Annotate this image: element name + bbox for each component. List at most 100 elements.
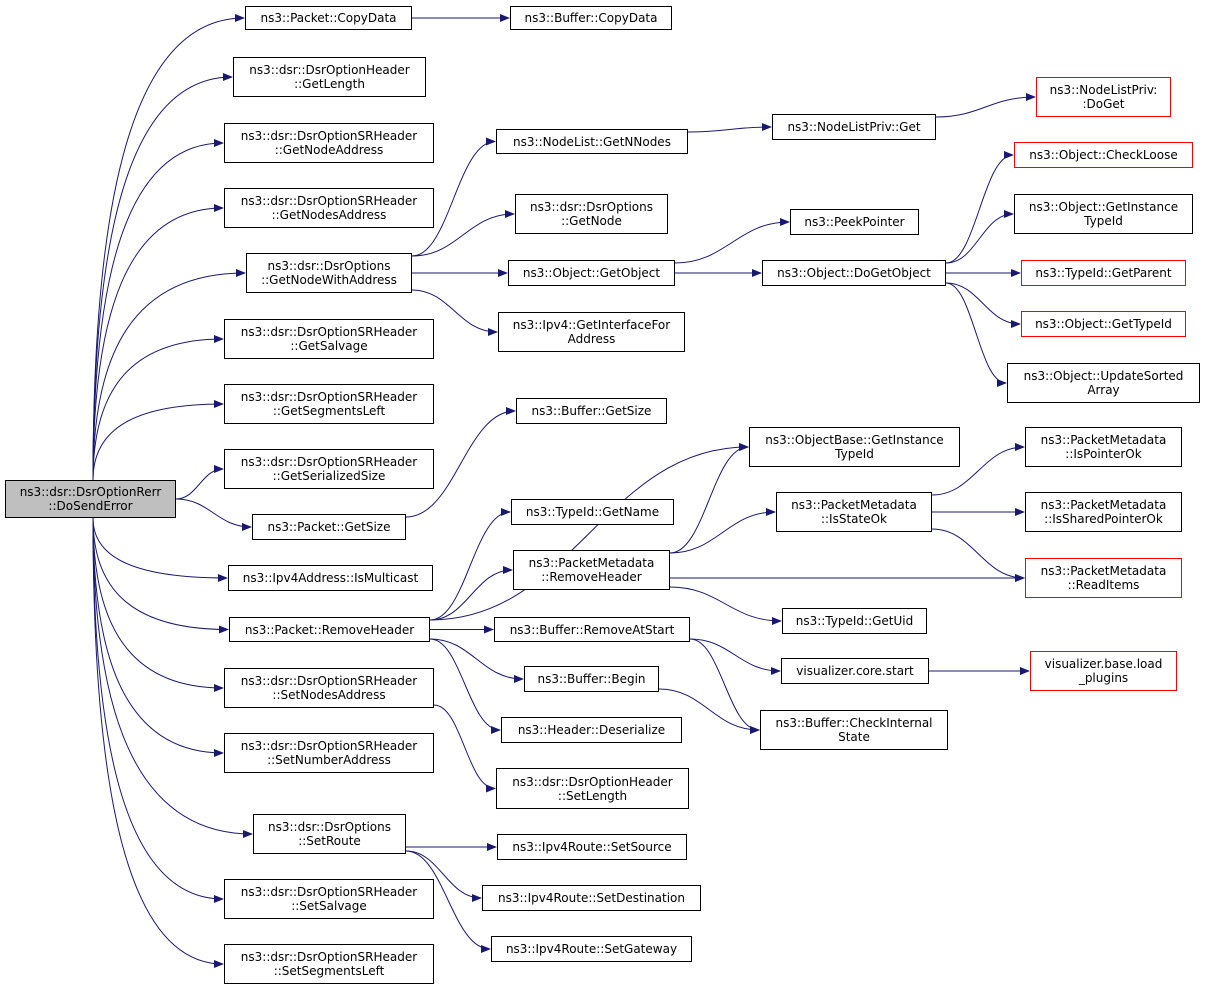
edge-buf_removeatstart-to-buf_checkinternalstate [689, 638, 760, 734]
node-label-line: ns3::PacketMetadata [1040, 498, 1167, 512]
edge-opts_getnodewithaddress-to-ipv4_getinterfaceforaddress [411, 289, 498, 336]
edge-obj_dogetobject-to-obj_gettypeid [945, 282, 1021, 328]
node-label-line: ns3::Ipv4Route::SetGateway [505, 942, 678, 956]
node-viz-base-loadplugins[interactable]: visualizer.base.load_plugins [1030, 651, 1177, 691]
node-label-line: ns3::Object::CheckLoose [1029, 148, 1178, 162]
node-sr-getsalvage[interactable]: ns3::dsr::DsrOptionSRHeader::GetSalvage [224, 319, 434, 359]
node-opthdr-setlength[interactable]: ns3::dsr::DsrOptionHeader::SetLength [496, 768, 689, 809]
node-buf-begin[interactable]: ns3::Buffer::Begin [524, 666, 659, 692]
edge-root-to-sr_getsalvage [92, 335, 224, 481]
node-hdr-deserialize[interactable]: ns3::Header::Deserialize [501, 717, 682, 743]
node-pkt-getsize[interactable]: ns3::Packet::GetSize [252, 514, 406, 540]
node-label-line: ns3::dsr::DsrOptionRerr [19, 485, 162, 499]
node-pm-ispointerok[interactable]: ns3::PacketMetadata::IsPointerOk [1025, 427, 1182, 467]
node-sr-getserializedsize[interactable]: ns3::dsr::DsrOptionSRHeader::GetSerializ… [224, 449, 434, 489]
node-label-line: ns3::Object::GetInstance [1028, 200, 1179, 214]
node-opthdr-getlength[interactable]: ns3::dsr::DsrOptionHeader::GetLength [233, 57, 426, 97]
node-label-line: ns3::dsr::DsrOptionSRHeader [240, 390, 418, 404]
node-typeid-getuid[interactable]: ns3::TypeId::GetUid [782, 608, 927, 634]
edge-root-to-opts_getnodewithaddress [92, 269, 246, 481]
node-buf-copydata[interactable]: ns3::Buffer::CopyData [510, 6, 672, 30]
edge-root-to-sr_getsegmentsleft [92, 400, 224, 481]
node-obj-checkloose[interactable]: ns3::Object::CheckLoose [1014, 142, 1193, 168]
node-label-line: ns3::Ipv4Route::SetDestination [498, 891, 685, 905]
edge-pkt_removeheader-to-hdr_deserialize [429, 638, 501, 734]
node-sr-getsegmentsleft[interactable]: ns3::dsr::DsrOptionSRHeader::GetSegments… [224, 384, 434, 424]
node-label-line: ns3::dsr::DsrOptionSRHeader [240, 674, 418, 688]
node-label-line: ::SetRoute [298, 834, 361, 848]
node-pm-isstateok[interactable]: ns3::PacketMetadata::IsStateOk [776, 492, 932, 532]
node-sr-setnodesaddress[interactable]: ns3::dsr::DsrOptionSRHeader::SetNodesAdd… [224, 668, 434, 708]
edge-opts_setroute-to-ipv4route_setgateway [405, 850, 491, 953]
node-buf-removeatstart[interactable]: ns3::Buffer::RemoveAtStart [494, 617, 690, 642]
node-buf-getsize[interactable]: ns3::Buffer::GetSize [516, 398, 667, 424]
node-sr-setsalvage[interactable]: ns3::dsr::DsrOptionSRHeader::SetSalvage [224, 879, 434, 919]
node-obj-dogetobject[interactable]: ns3::Object::DoGetObject [762, 260, 946, 286]
node-label-line: ns3::dsr::DsrOptionSRHeader [240, 129, 418, 143]
node-pkt-copydata[interactable]: ns3::Packet::CopyData [245, 6, 412, 30]
node-label-line: ::GetNodesAddress [271, 208, 387, 222]
node-pkt-removeheader[interactable]: ns3::Packet::RemoveHeader [229, 617, 430, 642]
node-label-line: ::DoSendError [48, 499, 133, 513]
node-obj-gettypeid[interactable]: ns3::Object::GetTypeId [1021, 311, 1186, 337]
node-peekpointer[interactable]: ns3::PeekPointer [790, 209, 919, 235]
node-label-line: ::GetSerializedSize [272, 469, 386, 483]
edge-root-to-opthdr_getlength [92, 73, 233, 481]
node-label-line: ns3::TypeId::GetName [525, 505, 660, 519]
node-sr-getnodesaddress[interactable]: ns3::dsr::DsrOptionSRHeader::GetNodesAdd… [224, 188, 434, 228]
node-label-line: ns3::dsr::DsrOptionSRHeader [240, 194, 418, 208]
edge-obj_getobject-to-peekpointer [674, 218, 790, 264]
edge-pkt_removeheader-to-buf_begin [429, 638, 524, 683]
node-nodelistpriv-doget[interactable]: ns3::NodeListPriv::DoGet [1036, 77, 1171, 117]
edge-nodelistpriv_get-to-nodelistpriv_doget [935, 93, 1036, 118]
node-viz-core-start[interactable]: visualizer.core.start [781, 658, 929, 684]
node-nodelist-getnnodes[interactable]: ns3::NodeList::GetNNodes [496, 129, 688, 154]
node-label-line: ::SetNodesAddress [272, 688, 386, 702]
node-ipv4route-setdestination[interactable]: ns3::Ipv4Route::SetDestination [482, 885, 701, 911]
edge-root-to-sr_setnodesaddress [92, 517, 224, 692]
node-label-line: ns3::Buffer::CopyData [524, 11, 658, 25]
node-label-line: ::GetNode [561, 214, 622, 228]
node-pm-issharedpointerok[interactable]: ns3::PacketMetadata::IsSharedPointerOk [1025, 492, 1182, 532]
node-label-line: ::GetSalvage [290, 339, 368, 353]
node-sr-setnumberaddress[interactable]: ns3::dsr::DsrOptionSRHeader::SetNumberAd… [224, 733, 434, 773]
node-sr-setsegmentsleft[interactable]: ns3::dsr::DsrOptionSRHeader::SetSegments… [224, 944, 434, 984]
node-label-line: ::GetSegmentsLeft [272, 404, 386, 418]
node-typeid-getparent[interactable]: ns3::TypeId::GetParent [1021, 260, 1186, 286]
node-ipv4route-setsource[interactable]: ns3::Ipv4Route::SetSource [497, 834, 687, 860]
edge-root-to-sr_getnodeaddress [92, 139, 224, 481]
node-sr-getnodeaddress[interactable]: ns3::dsr::DsrOptionSRHeader::GetNodeAddr… [224, 123, 434, 163]
edge-obj_dogetobject-to-obj_checkloose [945, 151, 1014, 264]
node-label-line: ::GetLength [294, 77, 365, 91]
edge-pm_isstateok-to-pm_ispointerok [931, 443, 1025, 496]
node-label-line: ns3::Buffer::CheckInternal [775, 716, 933, 730]
node-label-line: ns3::Packet::RemoveHeader [244, 622, 415, 637]
node-label-line: ns3::Ipv4Address::IsMulticast [242, 571, 419, 585]
node-label-line: TypeId [835, 447, 874, 461]
edge-obj_dogetobject-to-obj_getinstancetypeid [945, 210, 1014, 264]
node-opts-getnode[interactable]: ns3::dsr::DsrOptions::GetNode [515, 194, 668, 234]
node-label-line: ns3::dsr::DsrOptions [268, 820, 391, 834]
edge-root-to-sr_getnodesaddress [92, 204, 224, 481]
node-opts-setroute[interactable]: ns3::dsr::DsrOptions::SetRoute [253, 814, 406, 854]
node-label-line: ns3::dsr::DsrOptions [267, 259, 391, 273]
node-pm-removeheader[interactable]: ns3::PacketMetadata::RemoveHeader [513, 550, 670, 590]
node-typeid-getname[interactable]: ns3::TypeId::GetName [511, 499, 674, 525]
node-pm-readitems[interactable]: ns3::PacketMetadata::ReadItems [1025, 558, 1182, 598]
node-ipv4route-setgateway[interactable]: ns3::Ipv4Route::SetGateway [491, 936, 692, 962]
edge-opts_getnodewithaddress-to-nodelist_getnnodes [411, 137, 496, 257]
edge-root-to-pkt_getsize [175, 498, 252, 531]
node-label-line: ns3::Ipv4Route::SetSource [512, 840, 672, 854]
node-nodelistpriv-get[interactable]: ns3::NodeListPriv::Get [772, 114, 936, 140]
node-ipv4addr-ismulticast[interactable]: ns3::Ipv4Address::IsMulticast [228, 565, 433, 591]
node-label-line: ns3::Ipv4::GetInterfaceFor [512, 318, 671, 332]
node-opts-getnodewithaddress[interactable]: ns3::dsr::DsrOptions::GetNodeWithAddress [246, 253, 412, 293]
node-label-line: ::SetNumberAddress [267, 753, 391, 767]
node-obj-getobject[interactable]: ns3::Object::GetObject [508, 260, 675, 286]
node-label-line: ::SetLength [557, 788, 628, 803]
